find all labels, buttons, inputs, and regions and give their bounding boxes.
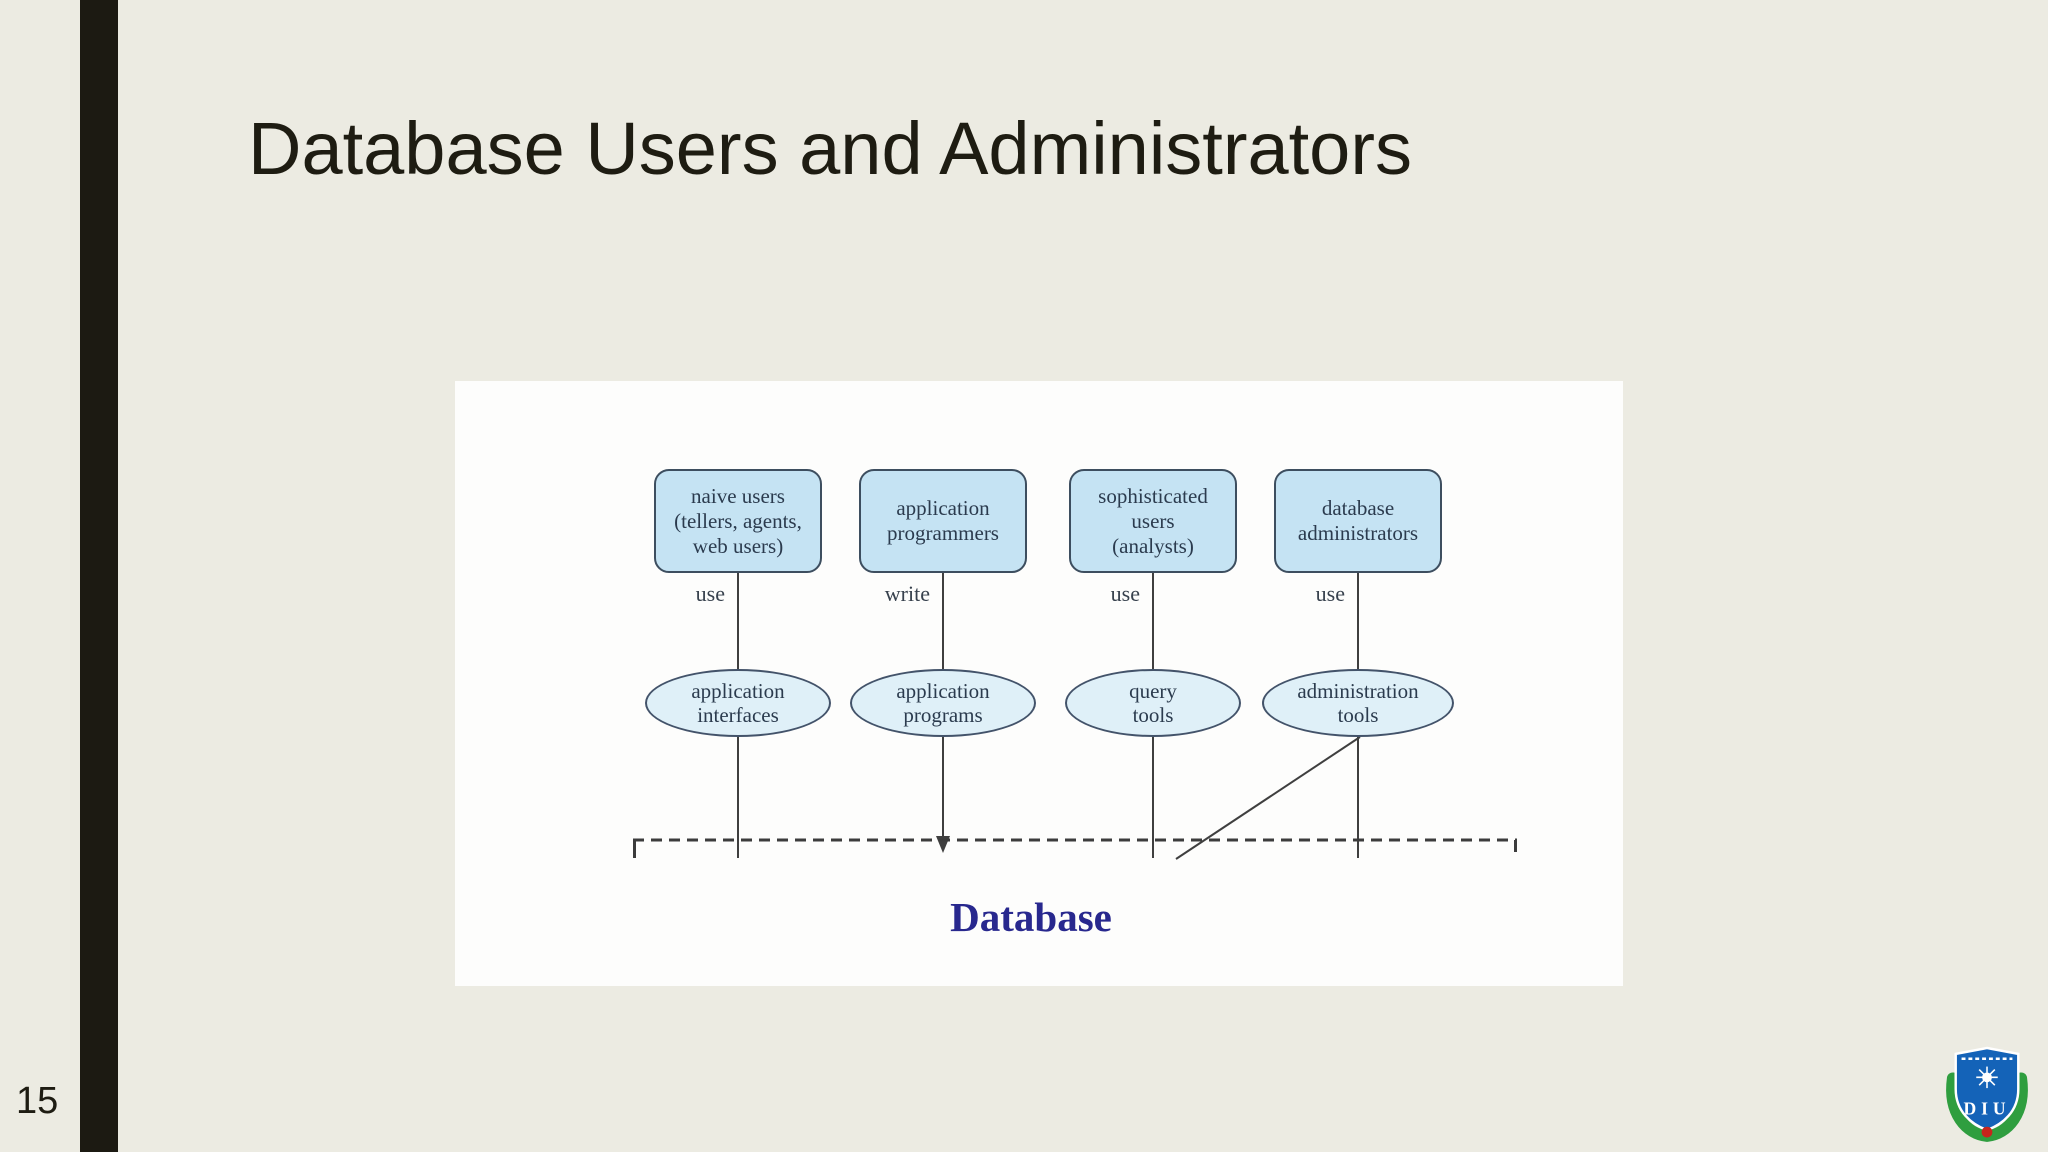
logo-monogram: DIU xyxy=(1964,1098,2011,1118)
tool-ellipse-query-tools: query tools xyxy=(1065,669,1241,737)
database-label: Database xyxy=(950,894,1112,940)
verb-label-use-2: use xyxy=(1110,581,1140,606)
connector-admintools-diagonal xyxy=(1175,736,1361,860)
tool-label: application programs xyxy=(896,679,990,727)
tool-label: administration tools xyxy=(1297,679,1419,727)
left-accent-bar xyxy=(80,0,118,1152)
verb-label-write: write xyxy=(884,581,930,606)
actor-box-naive-users: naive users (tellers, agents, web users) xyxy=(654,469,822,573)
tool-label: application interfaces xyxy=(691,679,785,727)
actor-label: sophisticated users (analysts) xyxy=(1098,483,1208,558)
verb-label-use-3: use xyxy=(1315,581,1345,606)
actor-box-application-programmers: application programmers xyxy=(859,469,1027,573)
connector-lines xyxy=(633,573,1517,860)
page-number: 15 xyxy=(16,1080,59,1122)
actor-label: naive users (tellers, agents, web users) xyxy=(674,483,802,558)
tool-label: query tools xyxy=(1129,679,1177,727)
verb-label-use-1: use xyxy=(695,581,725,606)
actor-label: application programmers xyxy=(887,496,999,545)
diagram-panel: naive users (tellers, agents, web users)… xyxy=(455,381,1623,986)
tool-ellipse-application-programs: application programs xyxy=(850,669,1036,737)
starburst-icon xyxy=(1976,1066,1998,1089)
tool-ellipse-administration-tools: administration tools xyxy=(1262,669,1454,737)
actor-box-database-administrators: database administrators xyxy=(1274,469,1442,573)
actor-box-sophisticated-users: sophisticated users (analysts) xyxy=(1069,469,1237,573)
university-logo: DIU xyxy=(1946,1046,2028,1142)
actor-label: database administrators xyxy=(1297,496,1419,545)
tool-ellipse-application-interfaces: application interfaces xyxy=(645,669,831,737)
slide-title: Database Users and Administrators xyxy=(248,107,1412,190)
wreath-ribbon-icon xyxy=(1981,1126,1993,1138)
